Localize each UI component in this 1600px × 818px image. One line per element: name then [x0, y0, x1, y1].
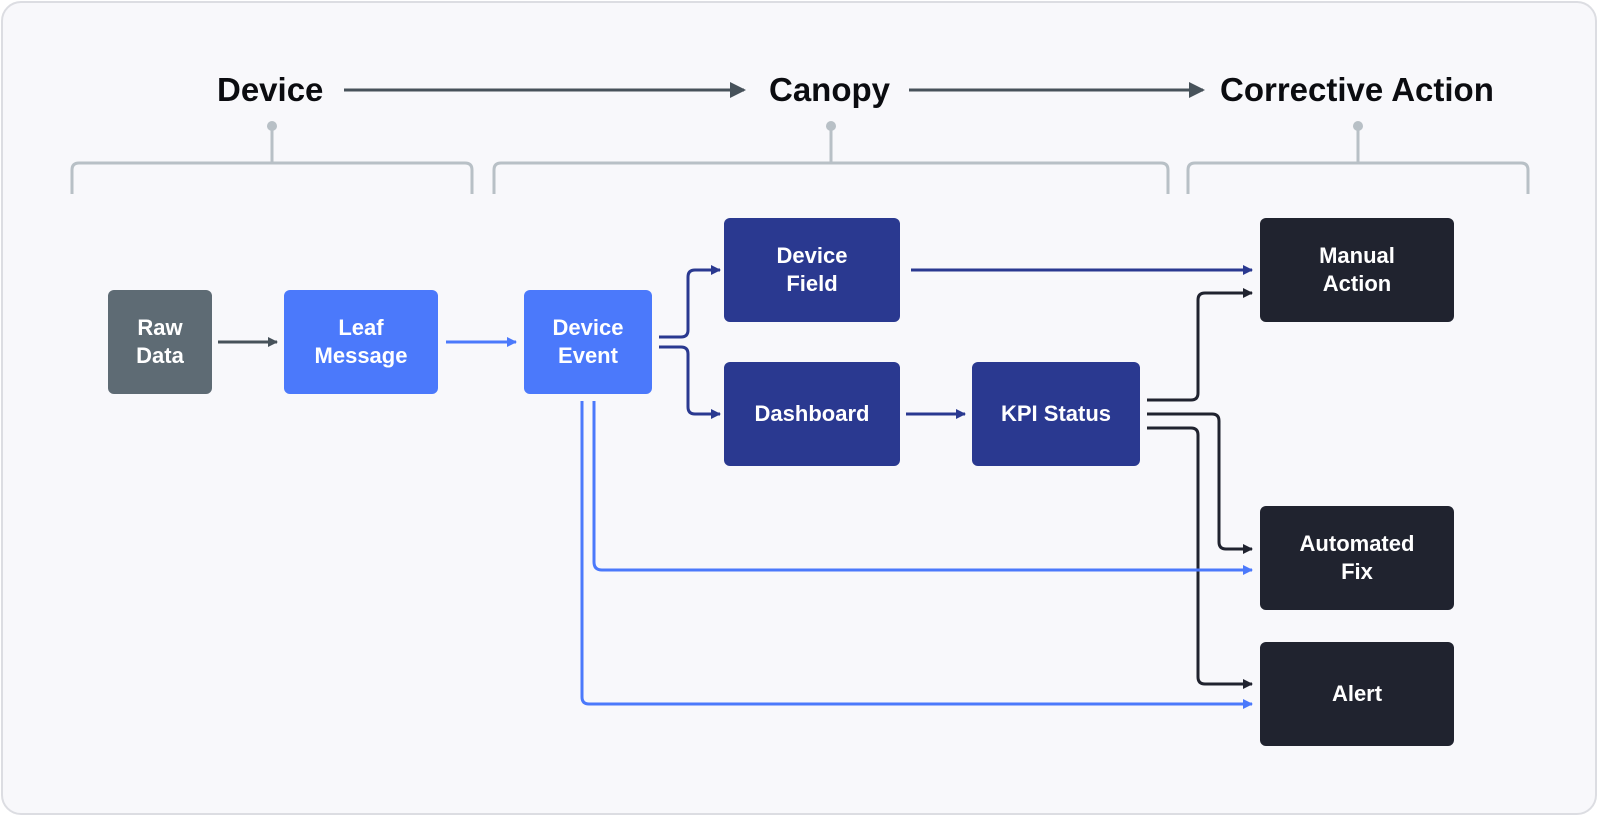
bracket-device — [70, 161, 474, 194]
node-raw-data-label: Raw Data — [136, 315, 184, 368]
node-automated-fix: Automated Fix — [1260, 506, 1454, 610]
node-alert-label: Alert — [1331, 681, 1383, 706]
bracket-corrective — [1186, 161, 1530, 194]
node-raw-data: Raw Data — [108, 290, 212, 394]
arrow-event-to-field — [659, 265, 721, 339]
node-kpi-status: KPI Status — [972, 362, 1140, 466]
node-alert: Alert — [1260, 642, 1454, 746]
stage-title-corrective-action: Corrective Action — [1220, 71, 1494, 108]
node-device-field-label: Device Field — [776, 243, 848, 296]
node-device-field: Device Field — [724, 218, 900, 322]
stage-title-canopy: Canopy — [769, 71, 891, 108]
arrow-event-to-automated — [592, 401, 1253, 575]
node-leaf-message-label: Leaf Message — [314, 315, 408, 368]
node-dashboard-label: Dashboard — [754, 401, 870, 426]
node-device-event-label: Device Event — [552, 315, 624, 368]
bracket-dot-device — [267, 121, 277, 131]
node-manual-action: Manual Action — [1260, 218, 1454, 322]
stage-title-device: Device — [217, 71, 324, 108]
arrow-kpi-to-manual — [1147, 288, 1253, 402]
arrow-kpi-to-automated — [1147, 412, 1253, 554]
arrow-kpi-to-alert — [1147, 426, 1253, 689]
node-kpi-status-label: KPI Status — [1000, 401, 1112, 426]
node-dashboard: Dashboard — [724, 362, 900, 466]
node-device-event: Device Event — [524, 290, 652, 394]
node-automated-fix-label: Automated Fix — [1299, 531, 1415, 584]
arrow-event-to-dashboard — [659, 345, 721, 419]
arrow-event-to-alert — [580, 401, 1253, 709]
node-manual-action-label: Manual Action — [1319, 243, 1395, 296]
bracket-canopy — [492, 161, 1170, 194]
bracket-dot-canopy — [826, 121, 836, 131]
node-leaf-message: Leaf Message — [284, 290, 438, 394]
stage-brackets — [70, 126, 1530, 194]
bracket-dot-corrective — [1353, 121, 1363, 131]
